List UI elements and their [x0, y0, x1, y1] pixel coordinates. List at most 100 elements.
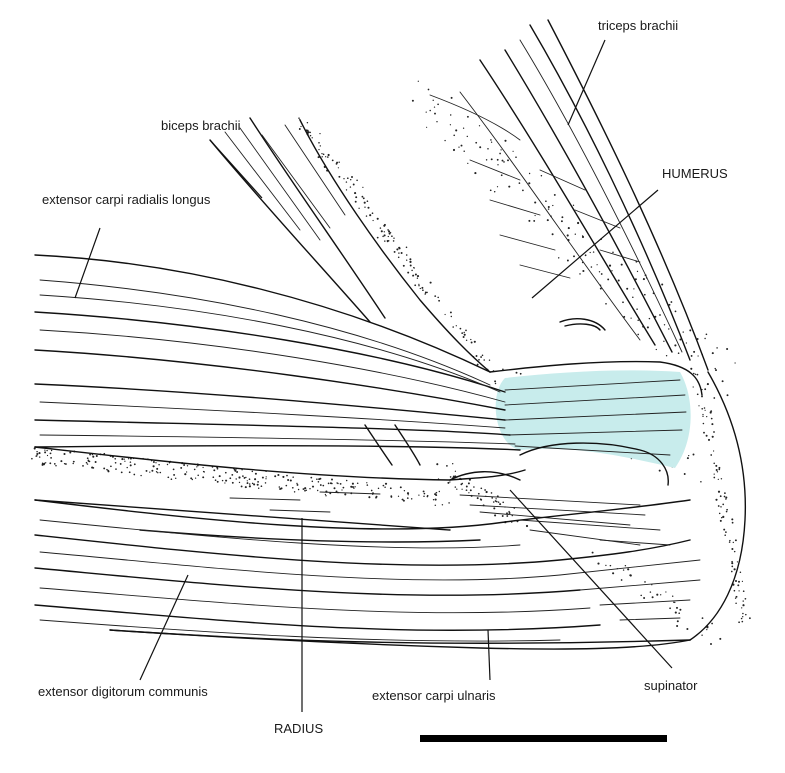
stipple-dot [343, 178, 345, 180]
stipple-dot [710, 454, 713, 456]
stipple-dot [720, 478, 723, 480]
stipple-dot [319, 484, 322, 486]
stipple-dot [85, 461, 88, 464]
stipple-dot [427, 88, 430, 91]
stipple-dot [701, 617, 704, 619]
stipple-dot [479, 146, 482, 149]
label-extensor-digitorum-communis: extensor digitorum communis [38, 684, 208, 699]
stipple-dot [624, 564, 627, 567]
stipple-dot [612, 251, 614, 254]
stipple-dot [248, 483, 251, 485]
stipple-dot [671, 595, 674, 597]
stipple-dot [444, 139, 446, 142]
stipple-dot [721, 380, 724, 383]
stipple-dot [64, 463, 67, 465]
stipple-dot [191, 478, 194, 481]
stipple-dot [448, 502, 450, 504]
stipple-dot [438, 490, 440, 493]
stipple-dot [242, 475, 244, 477]
stipple-dot [528, 182, 531, 185]
stipple-dot [686, 457, 689, 460]
stipple-dot [224, 482, 226, 484]
stipple-dot [49, 462, 52, 465]
stipple-dot [388, 232, 391, 235]
stipple-dot [461, 332, 464, 334]
stipple-dot [475, 141, 478, 144]
stipple-dot [731, 518, 734, 521]
stipple-shading [31, 80, 751, 645]
leader-ecrl [74, 227, 101, 299]
stipple-dot [43, 462, 46, 465]
stipple-dot [591, 551, 594, 554]
stipple-dot [368, 496, 371, 499]
stipple-dot [703, 407, 706, 409]
stipple-dot [600, 273, 603, 275]
stipple-dot [720, 506, 722, 508]
stipple-dot [582, 269, 585, 273]
stipple-dot [476, 497, 479, 500]
stipple-dot [324, 156, 327, 158]
stipple-dot [658, 469, 661, 472]
stipple-dot [397, 495, 400, 497]
stipple-dot [701, 634, 703, 636]
stipple-dot [620, 263, 623, 266]
stipple-dot [248, 485, 251, 488]
stipple-dot [396, 248, 399, 251]
stipple-dot [331, 478, 333, 481]
stipple-dot [452, 475, 455, 478]
stipple-dot [418, 494, 420, 496]
stipple-dot [186, 465, 189, 467]
stipple-dot [114, 461, 117, 464]
stipple-dot [369, 214, 372, 217]
stipple-dot [704, 409, 706, 411]
edc-muscle [34, 499, 701, 644]
stipple-dot [410, 498, 413, 500]
stipple-dot [251, 482, 254, 485]
stipple-dot [174, 477, 177, 480]
stipple-dot [298, 117, 300, 119]
stipple-dot [730, 570, 733, 573]
stipple-dot [696, 393, 699, 396]
stipple-dot [713, 476, 716, 479]
stipple-dot [337, 482, 339, 485]
stipple-dot [711, 352, 714, 355]
stipple-dot [129, 461, 132, 463]
stipple-dot [449, 311, 452, 314]
stipple-dot [422, 289, 424, 292]
stipple-dot [421, 286, 424, 289]
stipple-dot [388, 230, 391, 233]
stipple-dot [265, 478, 267, 480]
stipple-dot [389, 231, 392, 234]
stipple-dot [665, 591, 667, 593]
stipple-dot [305, 489, 308, 491]
stipple-dot [678, 612, 680, 614]
stipple-dot [508, 511, 511, 515]
stipple-dot [434, 493, 437, 496]
stipple-dot [540, 174, 543, 177]
stipple-dot [119, 462, 122, 465]
stipple-dot [326, 156, 329, 158]
stipple-dot [463, 333, 466, 336]
stipple-dot [316, 489, 319, 492]
stipple-dot [297, 488, 300, 491]
label-biceps-brachii: biceps brachii [161, 118, 241, 133]
stipple-dot [663, 340, 665, 343]
stipple-dot [411, 269, 413, 272]
stipple-dot [399, 486, 402, 489]
stipple-dot [729, 539, 731, 542]
stipple-dot [406, 497, 409, 499]
stipple-dot [434, 498, 437, 501]
stipple-dot [60, 460, 63, 463]
stipple-dot [738, 621, 740, 624]
stipple-dot [455, 129, 458, 132]
stipple-dot [86, 463, 89, 465]
stipple-dot [86, 457, 89, 460]
stipple-dot [50, 449, 53, 452]
stipple-dot [256, 483, 259, 486]
stipple-dot [655, 348, 657, 351]
stipple-dot [190, 477, 193, 480]
stipple-dot [503, 161, 505, 163]
stipple-dot [310, 476, 313, 479]
stipple-dot [342, 486, 345, 489]
stipple-dot [598, 271, 601, 273]
